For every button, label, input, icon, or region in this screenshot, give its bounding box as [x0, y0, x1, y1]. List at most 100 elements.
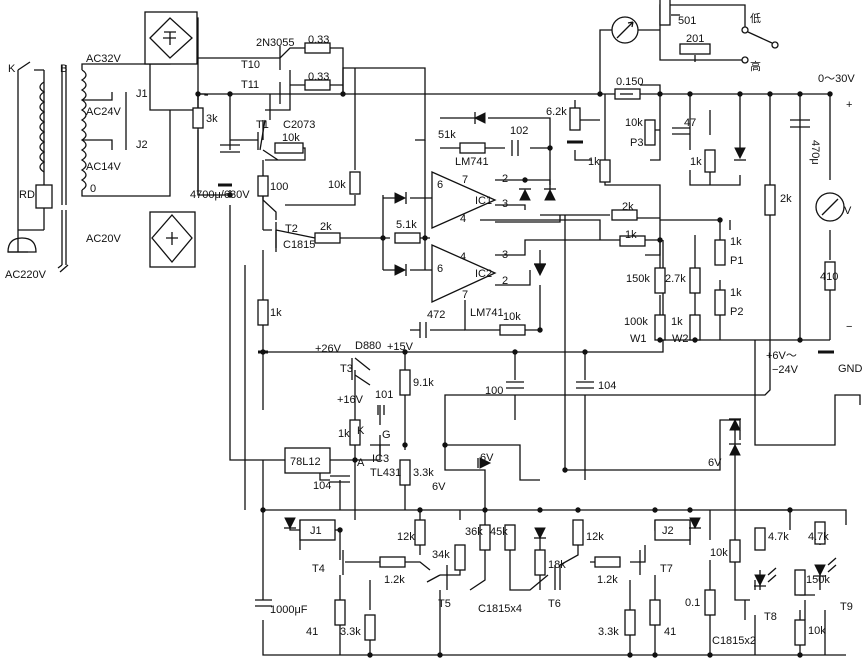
label-104b: 104	[313, 480, 331, 492]
label-100: 100	[270, 181, 288, 193]
capacitor-101	[377, 405, 385, 415]
label-vout: 0～30V	[818, 73, 855, 85]
label-10k-ic2: 10k	[503, 311, 521, 323]
resistor-18k	[534, 549, 546, 576]
label-6v-c: 6V	[708, 457, 722, 469]
label-pin4b: 4	[460, 251, 466, 263]
resistor-27k	[689, 267, 701, 294]
label-ic1: IC1	[475, 195, 492, 207]
label-lm741b: LM741	[470, 307, 504, 319]
opamp-ic1	[431, 170, 497, 230]
resistor-2k-right	[764, 184, 776, 216]
components	[7, 0, 845, 646]
capacitor-104b	[330, 475, 350, 483]
label-150k-t9: 150k	[806, 574, 830, 586]
pot-100k-w1	[654, 314, 666, 341]
resistor-33k-b	[624, 609, 636, 636]
label-1k-w2: 1k	[671, 316, 683, 328]
label-10k-t8: 10k	[710, 547, 728, 559]
label-p1: P1	[730, 255, 743, 267]
label-78l12: 78L12	[290, 456, 321, 468]
label-high: 高	[750, 59, 761, 73]
label-c1815x4: C1815x4	[478, 603, 522, 615]
label-6v-a: 6V	[432, 481, 446, 493]
label-pin3a: 3	[502, 198, 508, 210]
label-91k: 9.1k	[413, 377, 434, 389]
label-51k: 51k	[438, 129, 456, 141]
label-27k: 2.7k	[665, 273, 686, 285]
label-1k-mid: 1k	[625, 229, 637, 241]
label-pin2b: 2	[502, 275, 508, 287]
label-c1815: C1815	[283, 239, 315, 251]
pot-10k-p3	[644, 119, 656, 146]
label-62k: 6.2k	[546, 106, 567, 118]
label-ac220: AC220V	[5, 269, 47, 281]
label-0150: 0.150	[616, 76, 644, 88]
label-g-pin: G	[382, 429, 391, 441]
label-10k-left: 10k	[328, 179, 346, 191]
label-47: 47	[684, 117, 696, 129]
resistor-1k-ic3	[349, 419, 361, 446]
label-10k-t9: 10k	[808, 625, 826, 637]
resistor-33k-ic3	[399, 459, 411, 486]
label-2n3055: 2N3055	[256, 37, 295, 49]
label-1k-p1: 1k	[730, 236, 742, 248]
label-d880: D880	[355, 340, 381, 352]
pot-201	[679, 43, 711, 55]
label-low: 低	[750, 12, 761, 25]
resistor-41a	[334, 599, 346, 626]
label-a-pin: A	[357, 457, 365, 469]
resistor-10k-ic2	[499, 324, 526, 336]
label-10k-p3: 10k	[625, 117, 643, 129]
label-plus: +	[846, 99, 852, 111]
label-6v-24: +6V～	[766, 350, 797, 362]
label-10k-t1: 10k	[282, 132, 300, 144]
label-12k-left: 1.2k	[384, 574, 405, 586]
label-2k-t2: 2k	[320, 221, 332, 233]
label-100-cap: 100	[485, 385, 503, 397]
label-101: 101	[375, 389, 393, 401]
label-34k: 34k	[432, 549, 450, 561]
resistor-41b	[649, 599, 661, 626]
resistor-410	[824, 261, 836, 291]
resistor-12k-a	[414, 519, 426, 546]
label-033b: 0.33	[308, 71, 329, 83]
label-12k-right: 1.2k	[597, 574, 618, 586]
label-c1815x2: C1815x2	[712, 635, 756, 647]
resistor-1k-mid	[619, 235, 646, 247]
label-33k-a: 3.3k	[340, 626, 361, 638]
resistor-1k-a	[599, 159, 611, 183]
label-2k-right: 2k	[780, 193, 792, 205]
resistor-51k	[459, 142, 486, 154]
label-r3k: 3k	[206, 113, 218, 125]
label-1k-p2: 1k	[730, 287, 742, 299]
relay-j2	[654, 519, 691, 541]
label-033a: 0.33	[308, 34, 329, 46]
label-26v: +26V	[315, 343, 342, 355]
capacitor-47	[672, 127, 690, 135]
label-zero: 0	[90, 183, 96, 195]
resistor-3k	[192, 107, 204, 129]
label-33k-ic3: 3.3k	[413, 467, 434, 479]
label-501: 501	[678, 15, 696, 27]
capacitor-104a	[576, 381, 594, 389]
resistor-033-a	[304, 42, 331, 54]
opamp-ic2	[431, 243, 497, 304]
resistor-1k-b	[704, 149, 716, 173]
labels: K B RD AC220V AC32V AC24V AC14V 0 J1 J2 …	[5, 12, 863, 647]
label-t9: T9	[840, 601, 853, 613]
label-t10: T10	[241, 59, 260, 71]
label-ic3: IC3	[372, 453, 389, 465]
capacitor-4700u	[220, 144, 240, 153]
label-ic2: IC2	[475, 268, 492, 280]
label-36k: 36k	[465, 526, 483, 538]
resistor-2k-mid	[611, 209, 638, 221]
label-472: 472	[427, 309, 445, 321]
capacitor-102	[511, 140, 519, 156]
label-33k-b: 3.3k	[598, 626, 619, 638]
label-45k: 45k	[490, 526, 508, 538]
resistor-150k-t9	[794, 569, 806, 596]
label-cap4700: 4700μ/630V	[190, 189, 250, 201]
regulator-78l12	[284, 447, 331, 474]
resistor-36k	[479, 524, 491, 551]
